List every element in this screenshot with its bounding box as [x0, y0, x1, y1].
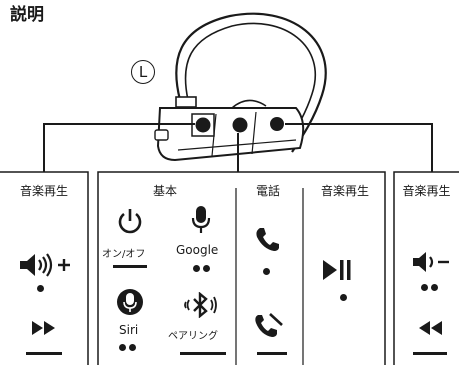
callout-right	[285, 123, 433, 172]
volume-down-double-press-dot-2	[431, 284, 438, 291]
hangup-long-press-bar	[257, 352, 287, 355]
power-icon	[117, 207, 143, 235]
google-label: Google	[176, 243, 219, 257]
middle-music-header: 音楽再生	[320, 184, 369, 198]
left-box	[0, 171, 89, 365]
stem	[175, 96, 197, 108]
volume-down-double-press-dot-1	[421, 284, 428, 291]
google-double-press-dot-2	[203, 265, 210, 272]
next-track-icon	[30, 319, 58, 337]
call-single-press-dot	[263, 268, 270, 275]
phone-call-icon	[254, 226, 280, 252]
single-press-dot	[37, 285, 44, 292]
left-section-header: 音楽再生	[19, 184, 68, 198]
left-earpiece-marker: L	[131, 60, 155, 84]
pairing-long-press-bar	[180, 352, 226, 355]
left-earpiece-letter: L	[138, 63, 148, 81]
ear-hook-inner	[184, 22, 317, 147]
power-label: オン/オフ	[102, 249, 146, 260]
volume-up-icon	[18, 252, 72, 278]
callout-left	[43, 123, 195, 172]
microphone-icon	[190, 205, 212, 235]
ear-hook	[175, 12, 327, 153]
siri-mic-icon	[115, 287, 145, 317]
siri-double-press-dot-1	[119, 344, 126, 351]
basic-section-header: 基本	[152, 184, 177, 198]
right-music-header: 音楽再生	[402, 184, 451, 198]
previous-track-icon	[416, 319, 444, 337]
google-double-press-dot-1	[193, 265, 200, 272]
volume-down-icon	[411, 250, 451, 274]
phone-section-header: 電話	[255, 184, 280, 198]
bluetooth-pairing-icon	[180, 292, 220, 318]
phone-hangup-icon	[254, 312, 284, 338]
right-box	[393, 171, 459, 365]
button-right	[270, 117, 284, 131]
play-pause-single-press-dot	[340, 294, 347, 301]
play-pause-icon	[321, 258, 353, 282]
power-long-press-bar	[113, 265, 147, 268]
page-title: 説明	[10, 5, 44, 25]
middle-box	[97, 171, 386, 365]
pairing-label: ペアリング	[168, 331, 218, 342]
siri-double-press-dot-2	[129, 344, 136, 351]
long-press-bar	[26, 352, 62, 355]
button-middle	[232, 117, 248, 133]
previous-long-press-bar	[413, 352, 447, 355]
siri-label: Siri	[119, 323, 139, 337]
button-left	[195, 117, 211, 133]
earpiece-body	[156, 107, 305, 162]
